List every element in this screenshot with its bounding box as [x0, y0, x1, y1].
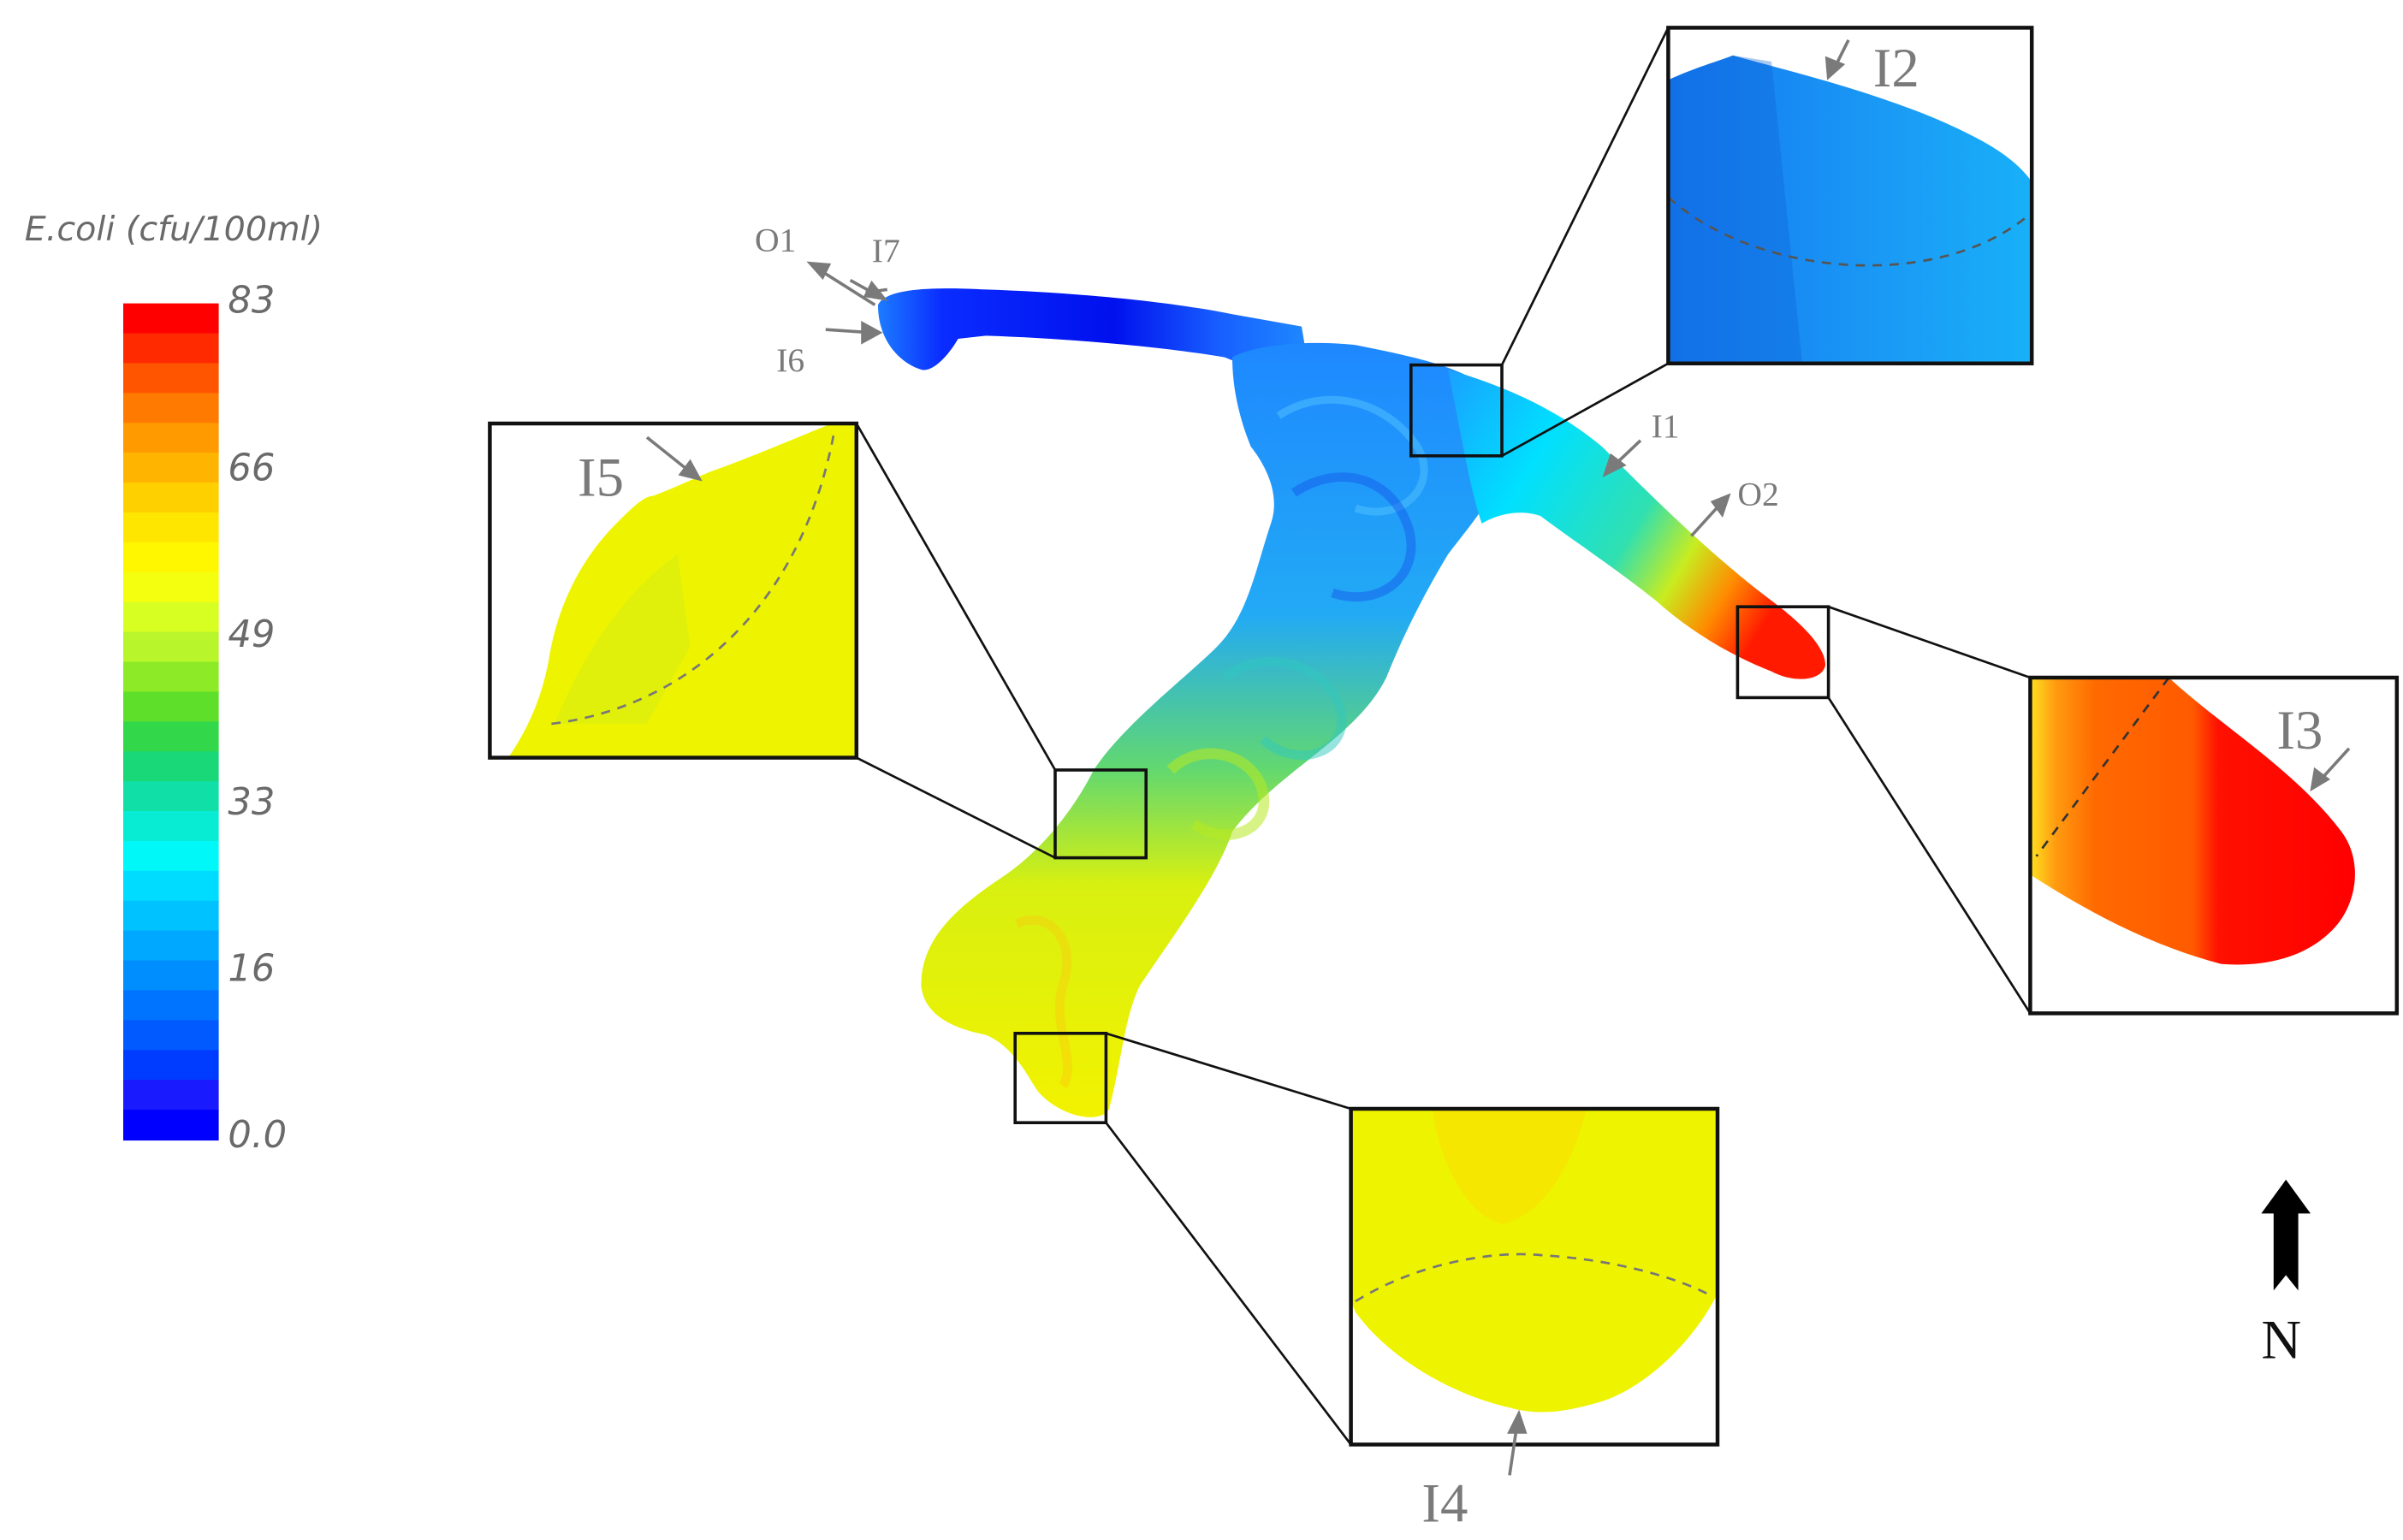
legend-color-step	[123, 1020, 219, 1051]
inset-i4-water	[1350, 1109, 1718, 1413]
swirl-5	[1014, 915, 1072, 1088]
legend-color-step	[123, 870, 219, 902]
label-i6: I6	[776, 341, 804, 379]
inset-locators	[1013, 363, 1830, 1124]
east-arm	[1448, 370, 1825, 679]
inset-i5-shade	[555, 554, 691, 724]
legend-color-step	[123, 303, 219, 335]
legend-color-step	[123, 631, 219, 663]
legend-color-step	[123, 423, 219, 454]
northwest-arm	[878, 288, 1307, 370]
label-o2: O2	[1737, 475, 1778, 512]
inset-i3	[2028, 675, 2400, 1016]
legend-tick: 33	[228, 781, 275, 824]
legend-tick: 66	[228, 447, 275, 490]
legend-tick: 83	[228, 279, 275, 322]
inset-i4-dashed	[1355, 1253, 1714, 1303]
legend-color-step	[123, 333, 219, 364]
label-i3: I3	[2276, 700, 2323, 761]
swirl-2	[1291, 472, 1416, 601]
locator-i2	[1409, 363, 1504, 458]
label-i2: I2	[1873, 38, 1919, 99]
southwest-arm	[921, 342, 1502, 1117]
locator-i4	[1013, 1032, 1108, 1124]
legend-color-step	[123, 512, 219, 543]
legend-color-step	[123, 721, 219, 753]
north-arrow: N	[2261, 1179, 2311, 1371]
estuary-water-body	[878, 288, 1825, 1117]
legend-color-step	[123, 1110, 219, 1141]
label-i4: I4	[1421, 1472, 1468, 1534]
swirl-3	[1221, 656, 1347, 761]
legend-color-step	[123, 930, 219, 962]
legend-title: E.coli (cfu/100ml)	[25, 210, 323, 249]
swirl-4	[1166, 748, 1270, 840]
legend-color-step	[123, 661, 219, 693]
legend-color-step	[123, 960, 219, 992]
inset-i2-dashed	[1667, 196, 2033, 267]
connector-lines	[855, 27, 2032, 1446]
inset-i2-water	[1668, 55, 2032, 364]
legend-color-step	[123, 393, 219, 424]
legend-color-step	[123, 483, 219, 514]
label-o1: O1	[755, 221, 796, 258]
legend-color-step	[123, 900, 219, 932]
inset-i5	[488, 421, 859, 760]
legend-color-bar	[123, 303, 219, 1141]
legend-color-step	[123, 363, 219, 394]
inset-i3-water	[2030, 678, 2355, 965]
color-legend: E.coli (cfu/100ml) 83 66 49 33 16 0.0	[25, 210, 323, 1157]
legend-color-step	[123, 990, 219, 1022]
legend-tick: 0.0	[228, 1114, 287, 1157]
legend-color-step	[123, 1080, 219, 1111]
inset-i4	[1349, 1106, 1720, 1447]
legend-color-step	[123, 1050, 219, 1081]
legend-color-step	[123, 601, 219, 633]
inset-i3-dashed	[2035, 677, 2170, 857]
inset-i4-shade	[1433, 1109, 1587, 1224]
north-label: N	[2261, 1310, 2301, 1371]
legend-color-step	[123, 811, 219, 843]
legend-color-step	[123, 840, 219, 872]
inset-i5-dashed	[551, 428, 836, 726]
locator-i3	[1736, 605, 1830, 700]
north-arrow-icon	[2261, 1179, 2311, 1291]
legend-tick: 49	[228, 613, 275, 656]
legend-color-step	[123, 572, 219, 603]
annotation-arrows	[645, 38, 2351, 1476]
legend-color-step	[123, 781, 219, 813]
legend-color-step	[123, 751, 219, 783]
locator-i5	[1053, 768, 1148, 860]
label-i1: I1	[1652, 407, 1680, 445]
inset-i2	[1666, 26, 2034, 366]
swirl-1	[1276, 395, 1428, 516]
legend-tick: 16	[228, 948, 275, 991]
legend-color-step	[123, 542, 219, 573]
inset-i2-band	[1668, 55, 1802, 364]
legend-color-step	[123, 691, 219, 723]
label-i7: I7	[872, 232, 900, 270]
legend-color-step	[123, 453, 219, 484]
label-i5: I5	[578, 447, 624, 509]
